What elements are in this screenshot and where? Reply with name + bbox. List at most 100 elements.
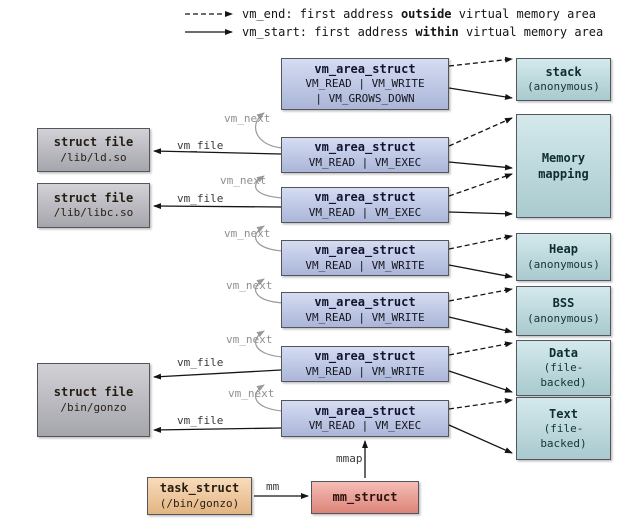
region-box-stack: stack (anonymous) — [516, 58, 611, 101]
vm-next-label: vm_next — [228, 387, 275, 400]
vm-start-arrow — [448, 370, 513, 393]
region-name: Text — [549, 406, 578, 421]
vm-end-arrow — [448, 173, 513, 197]
file-path: /lib/ld.so — [60, 150, 127, 164]
file-box-libc-so: struct file /lib/libc.so — [37, 183, 150, 228]
task-struct-sub: (/bin/gonzo) — [159, 496, 240, 510]
vma-flags: VM_READ | VM_EXEC — [308, 205, 422, 219]
vma-box-stack: vm_area_struct VM_READ | VM_WRITE | VM_G… — [281, 58, 449, 110]
vm-next-arrow — [255, 175, 284, 199]
vm-next-label: vm_next — [226, 333, 273, 346]
vm-file-label: vm_file — [177, 139, 224, 152]
vm-start-arrows — [448, 87, 513, 454]
region-name: Heap — [549, 242, 578, 257]
region-box-memory-mapping: Memory mapping — [516, 114, 611, 218]
vma-title: vm_area_struct — [314, 140, 416, 155]
vm-next-arrows — [254, 112, 284, 412]
vm-file-arrow — [153, 426, 282, 433]
region-name: Memory mapping — [538, 150, 589, 181]
vma-flags: VM_READ | VM_WRITE — [305, 310, 425, 324]
region-sub: (anonymous) — [527, 311, 600, 325]
vm-start-arrow — [448, 424, 513, 454]
legend-vm-start-text: vm_start: first address within virtual m… — [242, 25, 603, 39]
vma-title: vm_area_struct — [314, 295, 416, 310]
vm-end-arrows — [448, 56, 513, 410]
vm-start-arrow — [448, 210, 513, 217]
vm-next-arrow — [254, 112, 284, 149]
legend-arrows — [185, 11, 233, 35]
vma-flags: VM_READ | VM_WRITE — [305, 258, 425, 272]
vm-end-arrow — [448, 341, 513, 356]
region-box-text: Text (file- backed) — [516, 397, 611, 460]
vm-end-arrow — [448, 287, 513, 302]
vm-next-arrow — [255, 384, 284, 412]
vm-file-label: vm_file — [177, 356, 224, 369]
vm-start-arrow — [448, 264, 513, 279]
vm-next-label: vm_next — [224, 112, 271, 125]
region-box-heap: Heap (anonymous) — [516, 233, 611, 281]
region-box-bss: BSS (anonymous) — [516, 286, 611, 336]
vm-next-label: vm_next — [224, 227, 271, 240]
file-box-gonzo: struct file /bin/gonzo — [37, 363, 150, 437]
vma-title: vm_area_struct — [314, 243, 416, 258]
vm-end-arrow — [448, 398, 513, 410]
task-struct-box: task_struct (/bin/gonzo) — [147, 477, 252, 515]
vm-start-arrow — [448, 161, 513, 171]
mm-struct-title: mm_struct — [332, 490, 398, 505]
vm-file-label: vm_file — [177, 192, 224, 205]
vma-flags: VM_READ | VM_EXEC — [308, 419, 422, 433]
legend-vm-start-post: virtual memory area — [458, 25, 604, 39]
vm-next-label: vm_next — [220, 174, 267, 187]
mm-label: mm — [266, 480, 280, 493]
vm-file-arrows — [153, 148, 282, 433]
mmap-label: mmap — [336, 452, 363, 465]
file-title: struct file — [53, 385, 134, 400]
bottom-arrows — [254, 440, 368, 499]
region-name: Data — [549, 346, 578, 361]
vm-start-arrow — [448, 316, 513, 334]
vma-title: vm_area_struct — [314, 190, 416, 205]
vm-file-arrow — [153, 369, 282, 380]
task-struct-title: task_struct — [159, 481, 240, 496]
legend-vm-end-text: vm_end: first address outside virtual me… — [242, 7, 596, 21]
vm-end-arrow — [448, 234, 513, 250]
legend-vm-end-bold: outside — [400, 7, 452, 21]
file-path: /bin/gonzo — [60, 400, 127, 414]
vm-next-arrow — [255, 225, 284, 252]
mm-struct-box: mm_struct — [311, 481, 419, 514]
vma-box-mapping-2: vm_area_struct VM_READ | VM_EXEC — [281, 187, 449, 223]
vma-box-bss: vm_area_struct VM_READ | VM_WRITE — [281, 292, 449, 328]
vma-box-heap: vm_area_struct VM_READ | VM_WRITE — [281, 240, 449, 276]
vm-next-label: vm_next — [226, 279, 273, 292]
legend-vm-end-pre: vm_end: first address — [242, 7, 401, 21]
vma-flags: VM_READ | VM_WRITE | VM_GROWS_DOWN — [305, 77, 425, 106]
vm-next-arrow — [255, 330, 284, 358]
vm-end-arrow — [448, 117, 513, 147]
vma-flags: VM_READ | VM_WRITE — [305, 364, 425, 378]
vma-flags: VM_READ | VM_EXEC — [308, 155, 422, 169]
region-sub: (file- backed) — [540, 361, 587, 390]
vm-file-arrow — [153, 203, 282, 210]
vm-file-arrow — [153, 148, 282, 155]
vma-box-data: vm_area_struct VM_READ | VM_WRITE — [281, 346, 449, 382]
vm-start-arrow — [448, 87, 513, 100]
file-title: struct file — [53, 135, 134, 150]
vma-title: vm_area_struct — [314, 62, 416, 77]
region-box-data: Data (file- backed) — [516, 340, 611, 396]
legend-vm-start-pre: vm_start: first address — [242, 25, 416, 39]
vma-title: vm_area_struct — [314, 403, 416, 418]
file-title: struct file — [53, 190, 134, 205]
region-sub: (anonymous) — [527, 257, 600, 271]
vm-end-arrow — [448, 56, 513, 67]
vm-next-arrow — [255, 278, 284, 304]
file-box-ld-so: struct file /lib/ld.so — [37, 128, 150, 172]
vma-box-mapping-1: vm_area_struct VM_READ | VM_EXEC — [281, 137, 449, 173]
file-path: /lib/libc.so — [53, 206, 134, 220]
vma-title: vm_area_struct — [314, 349, 416, 364]
legend-vm-end-post: virtual memory area — [451, 7, 597, 21]
region-name: stack — [545, 64, 582, 79]
region-sub: (anonymous) — [527, 80, 600, 94]
region-sub: (file- backed) — [540, 421, 587, 450]
